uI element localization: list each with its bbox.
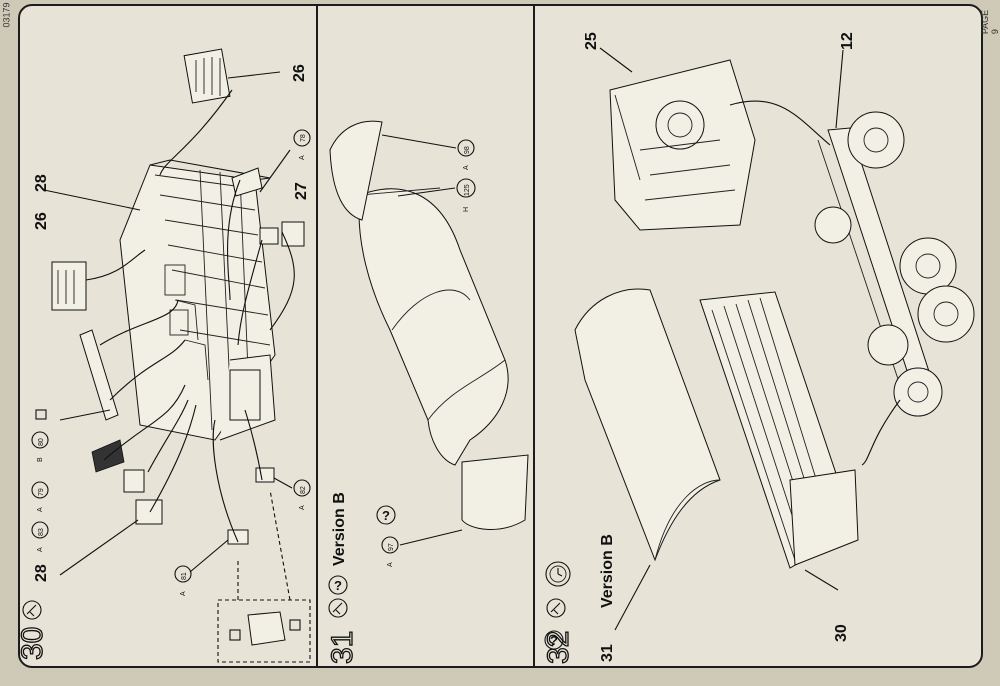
callout-a83: 83 A	[31, 521, 49, 552]
glue-icon	[22, 600, 42, 620]
glue-icon	[328, 598, 348, 618]
callout-a78: 78 A	[293, 129, 311, 160]
callout-a82: 82 A	[293, 479, 311, 510]
panel-divider-2	[533, 4, 535, 668]
label-28-top: 28	[33, 174, 50, 192]
detail-inset	[217, 489, 311, 663]
part-82	[255, 467, 275, 483]
part-98	[329, 120, 383, 221]
svg-text:81: 81	[181, 572, 188, 580]
part-28-bottom	[135, 499, 163, 525]
callout-a79: 79 A	[31, 481, 49, 512]
label-12: 12	[839, 32, 856, 50]
glue-icon	[546, 598, 566, 618]
canopy-tarp	[574, 288, 721, 562]
chassis-part-12	[814, 111, 975, 417]
svg-text:H: H	[463, 207, 470, 212]
svg-text:A: A	[180, 591, 187, 596]
callout-a81: 81 A	[174, 565, 192, 596]
svg-text:?: ?	[334, 578, 342, 593]
callout-a98: 98 A	[457, 139, 475, 170]
step-31-number: 31	[326, 631, 359, 664]
question-icon: ?	[328, 575, 348, 595]
wheel-front-right	[814, 206, 852, 244]
callout-a97: 97 A	[381, 536, 399, 567]
svg-text:A: A	[387, 562, 394, 567]
svg-text:98: 98	[464, 146, 471, 154]
part-26-left	[51, 261, 87, 311]
version-b-label-31: Version B	[331, 492, 348, 566]
step-31-panel: 31 ? Version B ? 98 A	[325, 120, 529, 665]
svg-text:78: 78	[300, 134, 307, 142]
svg-text:83: 83	[38, 528, 45, 536]
part-97	[461, 454, 529, 530]
wheel-front-left	[847, 111, 905, 169]
svg-text:A: A	[463, 165, 470, 170]
svg-text:B: B	[37, 457, 44, 462]
step-32-panel: 32 ? 31 Version B	[541, 32, 975, 665]
clock-icon	[545, 561, 571, 587]
svg-text:?: ?	[382, 508, 390, 523]
question-icon: ?	[544, 630, 564, 650]
wheel-rear-right	[893, 367, 943, 417]
canopy-cover-part	[358, 187, 509, 466]
truck-bed-part	[119, 159, 276, 441]
svg-text:A: A	[299, 505, 306, 510]
svg-text:125: 125	[464, 184, 471, 196]
part-83	[123, 469, 145, 493]
part-81	[227, 529, 249, 545]
label-27: 27	[293, 182, 310, 200]
step-30-number: 30	[16, 627, 49, 660]
callout-h125: 125 H	[456, 178, 476, 212]
question-icon-small: ?	[376, 505, 396, 525]
part-78	[231, 167, 263, 197]
label-30: 30	[833, 624, 850, 642]
svg-text:79: 79	[38, 488, 45, 496]
step-30-panel: 30	[15, 48, 311, 663]
label-26-left: 26	[33, 212, 50, 230]
svg-text:97: 97	[388, 543, 395, 551]
svg-text:?: ?	[550, 633, 558, 648]
svg-text:A: A	[37, 507, 44, 512]
part-27	[259, 221, 305, 247]
label-25: 25	[583, 32, 600, 50]
version-b-label-32: Version B	[599, 534, 616, 608]
wheel-rear-left	[917, 285, 975, 343]
part-26-top	[183, 48, 231, 104]
version-ref-31: 31	[599, 644, 616, 662]
svg-text:82: 82	[300, 486, 307, 494]
svg-text:A: A	[37, 547, 44, 552]
plank-part	[79, 329, 119, 421]
cab-part-25	[609, 59, 756, 231]
svg-text:A: A	[299, 155, 306, 160]
cargo-bed-part-30	[699, 291, 859, 569]
wheel-mid-right	[867, 324, 909, 366]
label-28-bottom: 28	[33, 564, 50, 582]
panel-divider-1	[316, 4, 318, 668]
svg-text:80: 80	[38, 438, 45, 446]
callout-b80: 80 B	[31, 409, 49, 462]
label-26-top: 26	[291, 64, 308, 82]
